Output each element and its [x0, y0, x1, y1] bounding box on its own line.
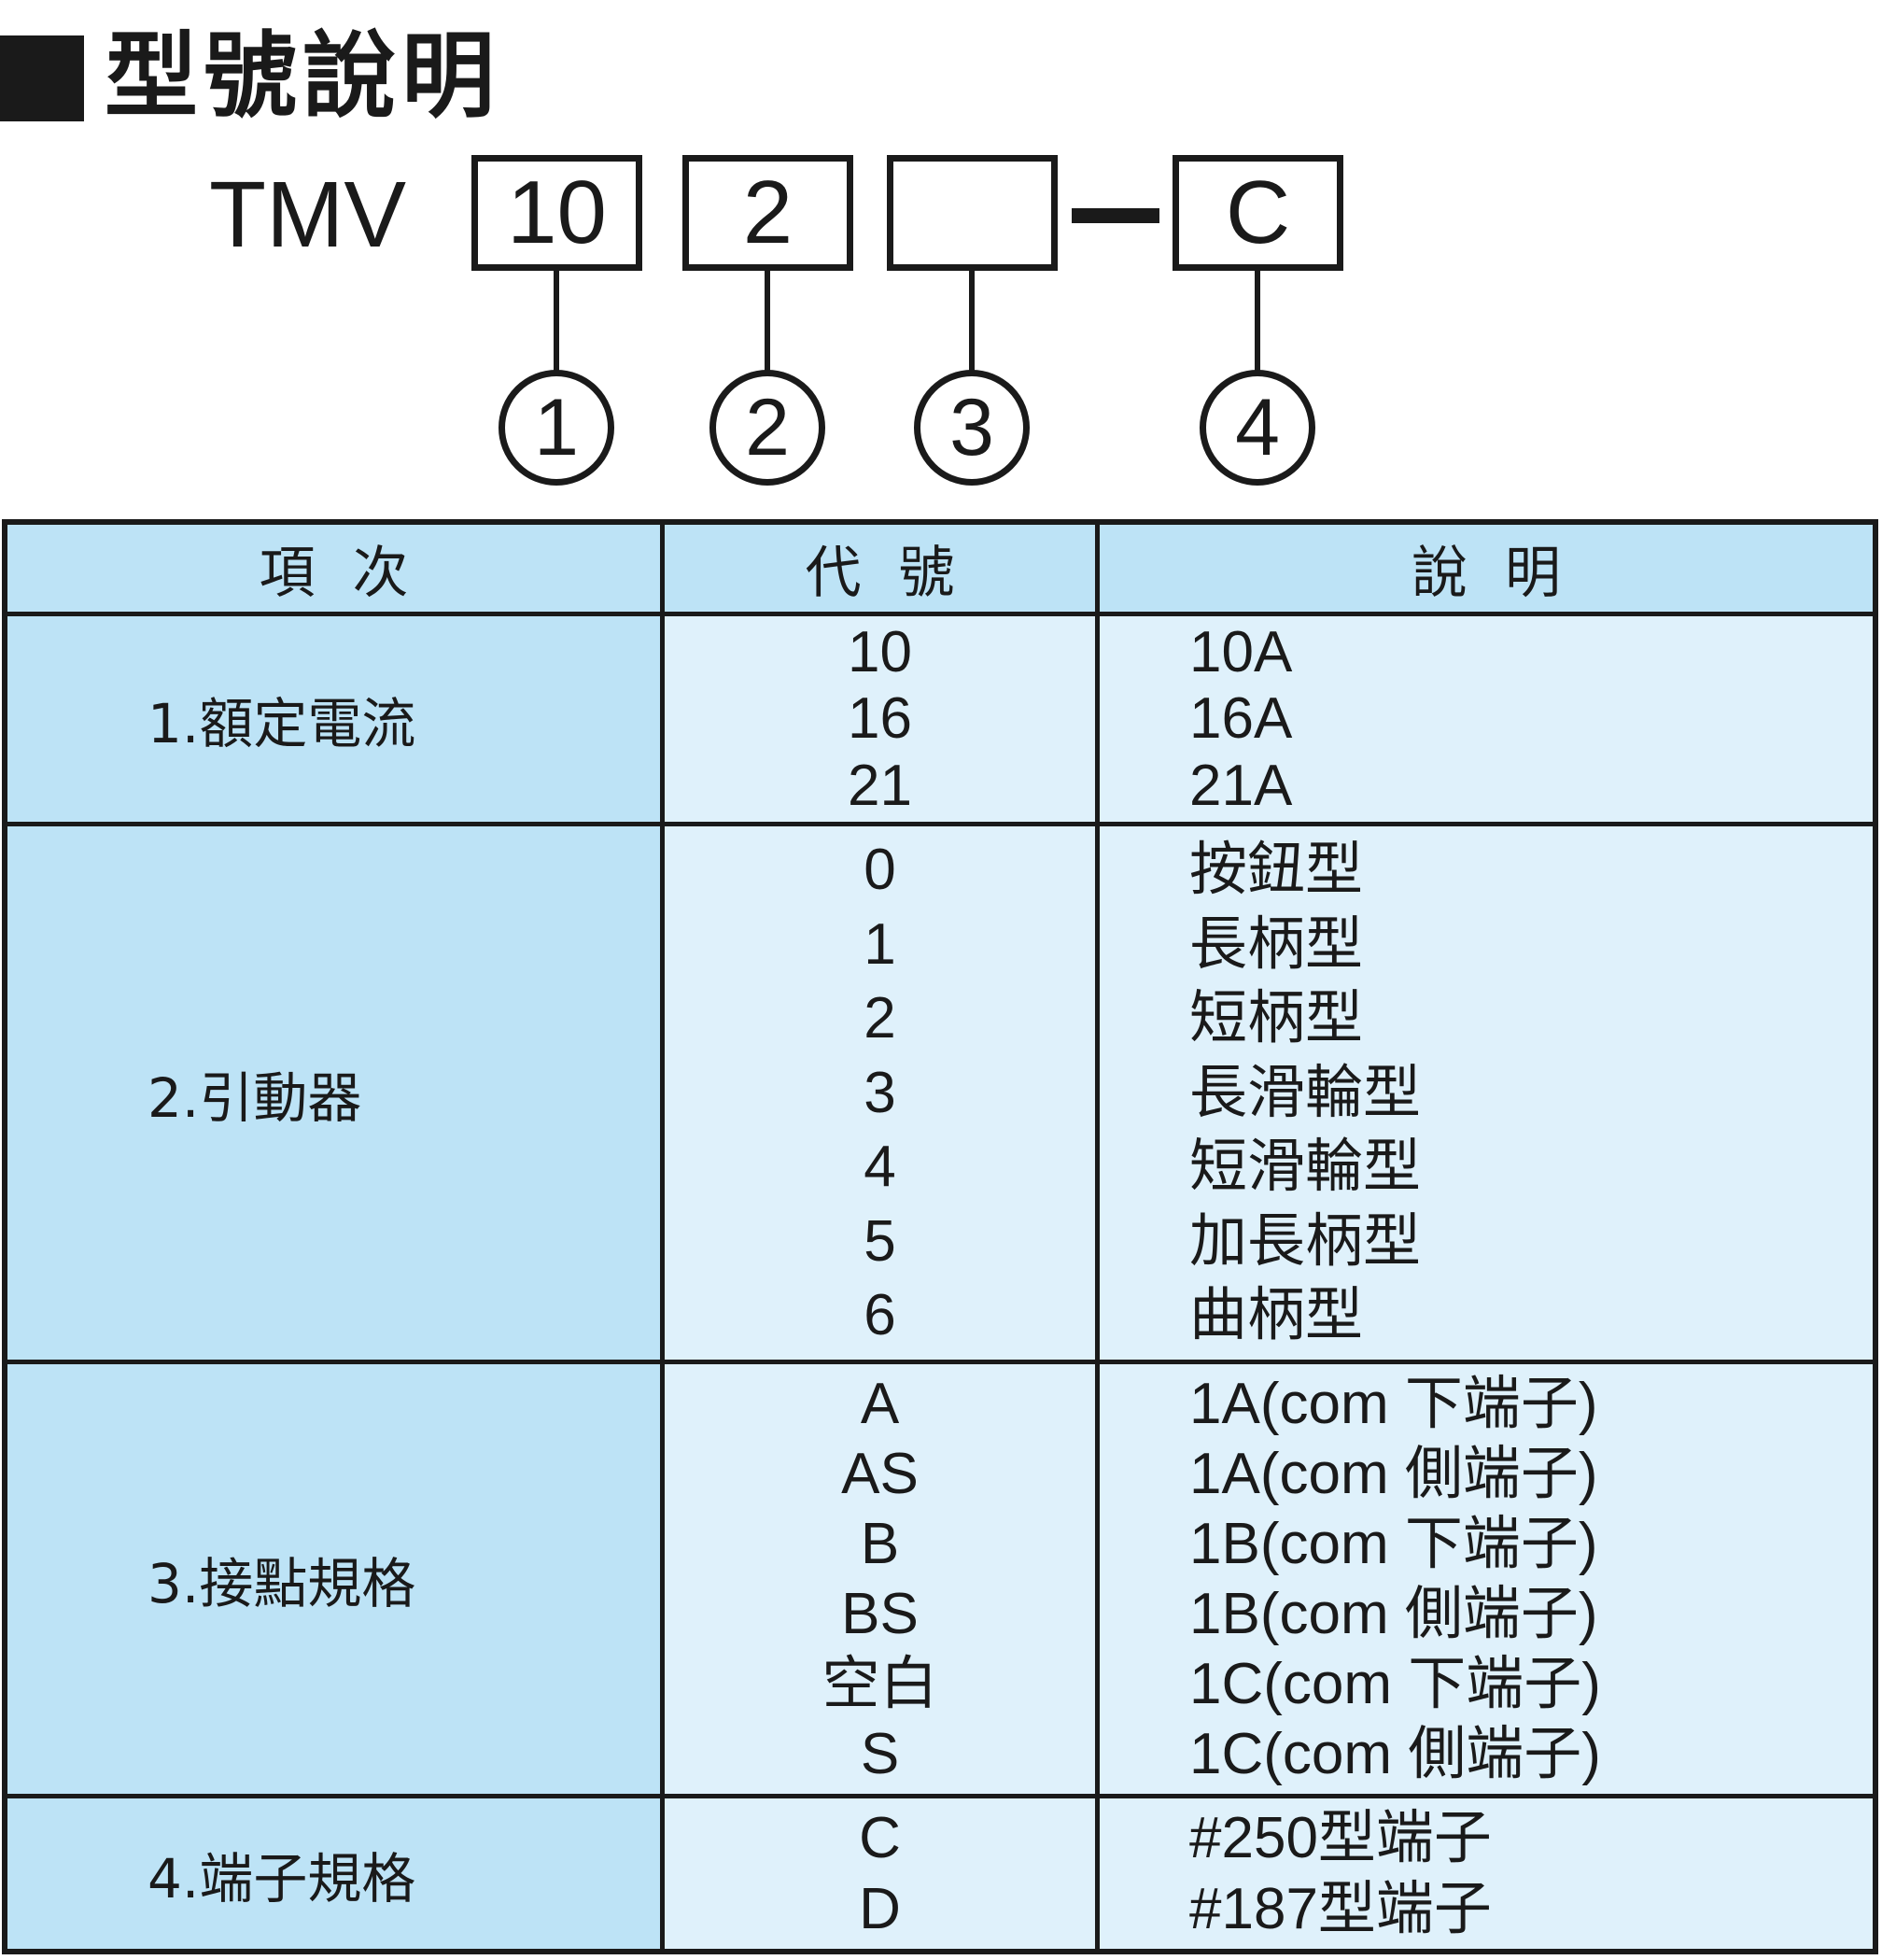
marker-circle-4: 4: [1200, 370, 1315, 486]
desc-value: #250型端子: [1189, 1806, 1492, 1871]
desc-value: #187型端子: [1189, 1876, 1492, 1941]
desc-value: 1C(com 側端子): [1189, 1721, 1601, 1786]
desc-value: 16A: [1189, 686, 1293, 752]
desc-value: 曲柄型: [1189, 1283, 1364, 1348]
code-value: 6: [864, 1283, 896, 1348]
code-separator-dash: [1072, 208, 1159, 223]
row-item-terminal-spec: 4.端子規格: [7, 1798, 665, 1949]
code-value: 4: [864, 1135, 896, 1200]
code-value: D: [859, 1876, 901, 1941]
marker-circle-2: 2: [709, 370, 825, 486]
marker-circle-1: 1: [499, 370, 614, 486]
desc-value: 按鈕型: [1189, 838, 1364, 903]
header-code: 代號: [665, 525, 1100, 616]
spec-table: 項次 代號 說明 1.額定電流 10 16 21 10A 16A 21A 2.引…: [2, 519, 1878, 1954]
model-prefix: TMV: [209, 162, 407, 267]
desc-value: 1A(com 側端子): [1189, 1441, 1598, 1506]
heading-square-icon: [0, 35, 84, 121]
desc-value: 10A: [1189, 620, 1293, 685]
code-value: 21: [848, 753, 912, 818]
code-value: B: [860, 1511, 900, 1576]
code-box-actuator: 2: [682, 155, 853, 271]
desc-value: 短滑輪型: [1189, 1135, 1422, 1200]
row-codes: 0 1 2 3 4 5 6: [665, 826, 1100, 1364]
desc-value: 1A(com 下端子): [1189, 1371, 1598, 1436]
leader-line: [1255, 271, 1260, 374]
code-box-terminal: C: [1173, 155, 1343, 271]
code-box-current: 10: [471, 155, 642, 271]
row-item-contact-spec: 3.接點規格: [7, 1364, 665, 1798]
code-value: BS: [841, 1581, 919, 1646]
code-value: 3: [864, 1060, 896, 1125]
desc-value: 短柄型: [1189, 986, 1364, 1051]
header-description: 說明: [1100, 525, 1873, 616]
row-item-actuator: 2.引動器: [7, 826, 665, 1364]
code-value: 1: [864, 911, 896, 977]
row-codes: A AS B BS 空白 S: [665, 1364, 1100, 1798]
page-title: 型號說明: [105, 21, 500, 131]
code-value: AS: [841, 1441, 919, 1506]
code-value: 2: [864, 986, 896, 1051]
leader-line: [969, 271, 975, 374]
desc-value: 21A: [1189, 753, 1293, 818]
code-value: 0: [864, 838, 896, 903]
desc-value: 1B(com 側端子): [1189, 1581, 1598, 1646]
code-value: C: [859, 1806, 901, 1871]
row-descriptions: 1A(com 下端子) 1A(com 側端子) 1B(com 下端子) 1B(c…: [1100, 1364, 1873, 1798]
code-value: 空白: [822, 1651, 938, 1716]
desc-value: 1B(com 下端子): [1189, 1511, 1598, 1576]
code-value: 5: [864, 1208, 896, 1274]
desc-value: 加長柄型: [1189, 1208, 1422, 1274]
row-descriptions: #250型端子 #187型端子: [1100, 1798, 1873, 1949]
row-item-rated-current: 1.額定電流: [7, 616, 665, 826]
code-value: 10: [848, 620, 912, 685]
code-box-contact: [887, 155, 1058, 271]
marker-circle-3: 3: [914, 370, 1030, 486]
leader-line: [765, 271, 770, 374]
desc-value: 長滑輪型: [1189, 1060, 1422, 1125]
row-descriptions: 10A 16A 21A: [1100, 616, 1873, 826]
desc-value: 長柄型: [1189, 911, 1364, 977]
row-codes: 10 16 21: [665, 616, 1100, 826]
row-codes: C D: [665, 1798, 1100, 1949]
code-value: S: [860, 1721, 900, 1786]
desc-value: 1C(com 下端子): [1189, 1651, 1601, 1716]
code-value: A: [860, 1371, 900, 1436]
code-value: 16: [848, 686, 912, 752]
row-descriptions: 按鈕型 長柄型 短柄型 長滑輪型 短滑輪型 加長柄型 曲柄型: [1100, 826, 1873, 1364]
header-item: 項次: [7, 525, 665, 616]
leader-line: [554, 271, 559, 374]
